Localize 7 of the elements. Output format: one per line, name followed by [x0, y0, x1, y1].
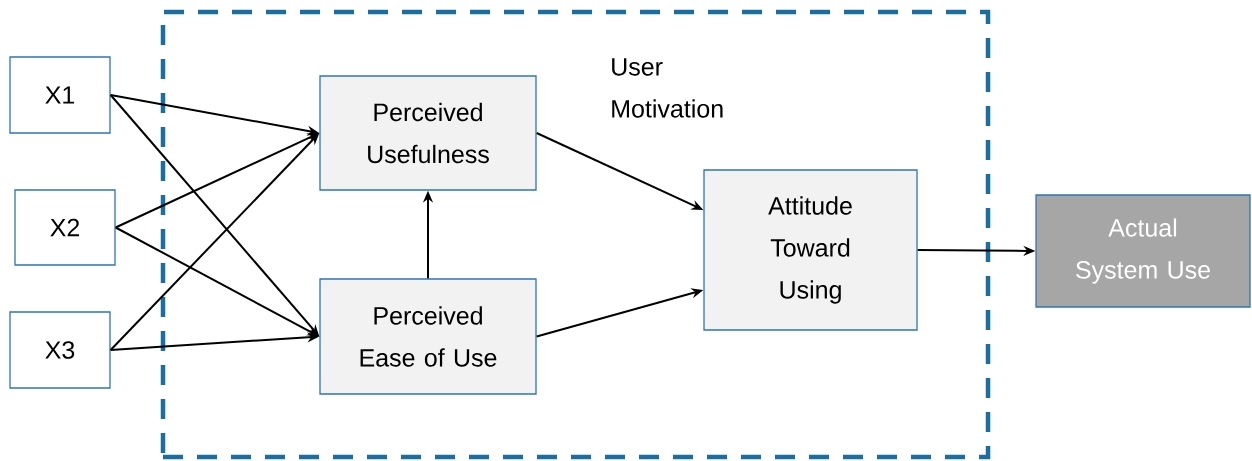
construct-box: Attitude Toward Using	[703, 169, 918, 331]
input-box: X2	[14, 189, 116, 266]
construct-box: Perceived Ease of Use	[319, 278, 537, 395]
construct-box: Perceived Usefulness	[319, 75, 537, 191]
outcome-box: Actual System Use	[1035, 194, 1251, 308]
input-box: X3	[9, 311, 111, 389]
input-box: X1	[9, 56, 111, 134]
